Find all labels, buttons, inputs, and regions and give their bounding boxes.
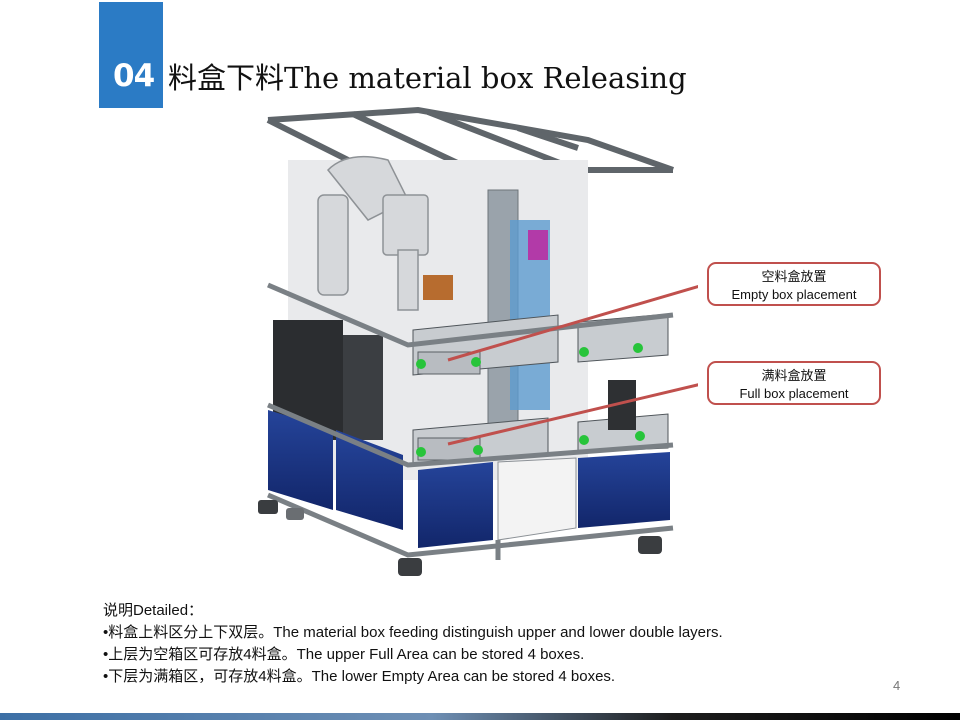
description-line: •上层为空箱区可存放4料盒。The upper Full Area can be… bbox=[103, 646, 585, 663]
full-box-callout-cn: 满料盒放置 bbox=[761, 368, 827, 383]
frame-front bbox=[264, 120, 677, 555]
bottom-bar bbox=[0, 713, 960, 720]
empty-box-callout: 空料盒放置 Empty box placement bbox=[707, 262, 881, 306]
lift-mechanism bbox=[423, 189, 550, 441]
casters bbox=[258, 500, 662, 576]
base-panels bbox=[268, 410, 670, 548]
section-number: 04 bbox=[113, 58, 155, 94]
empty-box-callout-cn: 空料盒放置 bbox=[761, 269, 827, 284]
description-block: 说明Detailed： •料盒上料区分上下双层。The material box… bbox=[103, 600, 723, 688]
description-line: •料盒上料区分上下双层。The material box feeding dis… bbox=[103, 624, 723, 641]
description-heading: 说明Detailed： bbox=[103, 602, 204, 619]
empty-box-callout-en: Empty box placement bbox=[731, 287, 857, 302]
full-box-callout-en: Full box placement bbox=[739, 386, 849, 401]
section-number-block bbox=[99, 2, 163, 108]
slide-title: 料盒下料The material box Releasing bbox=[168, 61, 687, 95]
machine-illustration bbox=[258, 106, 698, 576]
callout-leaders bbox=[447, 284, 698, 446]
full-box-callout: 满料盒放置 Full box placement bbox=[707, 361, 881, 405]
page-number: 4 bbox=[893, 678, 901, 693]
description-line: •下层为满箱区，可存放4料盒。The lower Empty Area can … bbox=[103, 668, 616, 685]
